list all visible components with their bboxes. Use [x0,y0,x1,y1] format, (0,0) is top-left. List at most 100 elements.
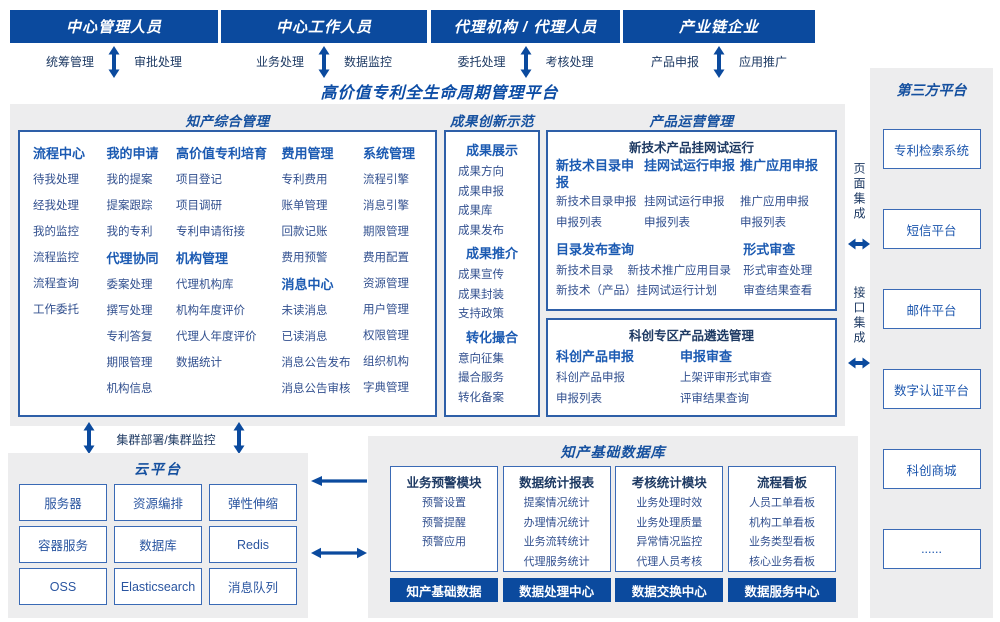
database-module-box: 数据统计报表提案情况统计办理情况统计业务流转统计代理服务统计 [502,466,611,572]
cluster-label: 集群部署/集群监控 [116,433,216,447]
cluster-arrow-icon [83,422,95,459]
cloud-service: 容器服务 [19,526,107,563]
trial-run-bottom: 目录发布查询 新技术目录 新技术推广应用目录 新技术（产品）挂网试运行计划 形式… [556,239,827,301]
menu-item: 形式审查处理 [743,265,813,277]
cluster-arrow-icon [233,422,245,459]
ip-menu-item: 用户管理 [363,304,409,316]
selection-column: 科创产品申报科创产品申报申报列表 [556,346,680,410]
menu-item: 代理人员考核 [636,555,703,568]
db-banner: 数据服务中心 [727,578,836,602]
menu-item: 预警提醒 [422,516,466,529]
database-module: 考核统计模块业务处理时效业务处理质量异常情况监控代理人员考核数据交换中心 [615,466,724,602]
achievement-menu-item: 成果申报 [458,185,504,198]
section-title-ip-management: 知产综合管理 [185,114,270,129]
knowledge-database-title: 知产基础数据库 [560,444,666,460]
ip-menu-item: 我的监控 [33,226,79,238]
section-title-product-ops: 产品运营管理 [649,114,734,129]
cloud-service: Elasticsearch [114,568,202,605]
ip-menu-item: 消息引擎 [363,200,409,212]
menu-item: 业务处理质量 [636,516,703,529]
menu-item: 申报列表 [644,217,690,229]
menu-item: 挂网试运行申报 [644,196,725,208]
page-integration-label: 页面集成 [852,162,866,222]
ip-column: 系统管理流程引擎消息引擎期限管理费用配置资源管理用户管理权限管理组织机构字典管理 [363,140,425,407]
ip-menu-item: 代理机构库 [176,279,234,291]
section-title-achievement: 成果创新示范 [450,114,534,129]
ip-menu-item: 回款记账 [281,226,328,238]
database-module: 业务预警模块预警设置预警提醒预警应用知产基础数据 [390,466,498,602]
ip-group-title: 流程中心 [33,146,86,161]
achievement-group-title: 成果推介 [465,246,518,261]
role-label-left: 统筹管理 [45,54,94,69]
trial-run-box: 新技术产品挂网试运行 新技术目录申报新技术目录申报申报列表挂网试运行申报挂网试运… [546,130,837,311]
selection-box: 科创专区产品遴选管理 科创产品申报科创产品申报申报列表申报审查上架评审形式审查评… [546,318,837,417]
role-group: 中心管理人员统筹管理审批处理 [10,10,218,79]
platform-title: 高价值专利全生命周期管理平台 [320,85,559,102]
ip-menu-item: 费用预警 [281,252,328,264]
ip-menu-item: 组织机构 [363,356,409,368]
achievement-box: 成果展示成果方向成果申报成果库成果发布成果推介成果宣传成果封装支持政策转化撮合意… [444,130,540,417]
db-module-title: 考核统计模块 [631,476,707,490]
ip-column: 费用管理专利费用账单管理回款记账费用预警消息中心未读消息已读消息消息公告发布消息… [282,140,362,407]
database-module-box: 流程看板人员工单看板机构工单看板业务类型看板核心业务看板 [727,466,836,572]
menu-item: 评审结果查询 [680,393,749,405]
formal-review-group: 形式审查 形式审查处理 审查结果查看 [743,239,827,301]
ip-menu-item: 机构信息 [106,383,153,395]
ip-group-title: 代理协同 [106,251,159,266]
achievement-menu-item: 转化备案 [458,391,504,404]
cloud-db-sync-arrow-icon [311,546,367,564]
menu-item: 新技术目录申报 [556,196,637,208]
cloud-service: Redis [209,526,297,563]
database-modules: 业务预警模块预警设置预警提醒预警应用知产基础数据数据统计报表提案情况统计办理情况… [368,466,858,602]
menu-item: 上架评审形式审查 [680,372,772,384]
trial-run-column: 新技术目录申报新技术目录申报申报列表 [556,158,644,234]
menu-item: 预警应用 [422,536,466,548]
cloud-platform-title: 云平台 [134,461,182,477]
ip-menu-item: 撰写处理 [106,305,153,317]
third-party-panel: 第三方平台 专利检索系统短信平台邮件平台数字认证平台科创商城...... [870,68,993,618]
achievement-menu-item: 成果宣传 [458,269,504,281]
db-module-title: 数据统计报表 [519,476,595,490]
ip-menu-item: 消息公告审核 [281,383,351,395]
role-label-right: 应用推广 [739,54,788,69]
cloud-service: 服务器 [19,484,107,521]
database-module: 流程看板人员工单看板机构工单看板业务类型看板核心业务看板数据服务中心 [727,466,836,602]
ip-group-title: 费用管理 [281,146,334,161]
role-bar: 代理机构 / 代理人员 [431,10,620,43]
role-label-left: 业务处理 [255,54,304,69]
cloud-service: 弹性伸缩 [209,484,297,521]
cloud-service: OSS [19,568,107,605]
ip-group-title: 机构管理 [176,251,229,266]
ip-menu-item: 专利答复 [106,331,153,343]
ip-menu-item: 我的专利 [106,226,153,238]
ip-menu-item: 流程监控 [33,252,79,264]
ip-menu-item: 专利申请衔接 [176,226,245,238]
menu-item: 申报列表 [556,217,602,229]
menu-item: 推广应用申报 [740,196,809,208]
ip-menu-item: 我的提案 [106,174,153,186]
ip-menu-item: 权限管理 [363,330,409,342]
third-party-system: 数字认证平台 [882,369,981,409]
achievement-menu-item: 成果库 [458,205,493,217]
role-sync-arrow-icon [108,46,120,78]
third-party-system: ...... [882,529,981,569]
ip-menu-item: 机构年度评价 [176,305,245,317]
ip-menu-item: 项目调研 [176,200,222,212]
ip-menu-item: 消息公告发布 [281,357,351,369]
menu-item: 科创产品申报 [556,372,625,384]
role-group: 中心工作人员业务处理数据监控 [221,10,427,79]
role-bar: 产业链企业 [623,10,815,43]
menu-item: 审查结果查看 [743,285,813,297]
db-banner: 数据交换中心 [615,578,724,602]
role-labels: 产品申报应用推广 [623,43,815,79]
ip-menu-item: 账单管理 [281,200,328,212]
third-party-list: 专利检索系统短信平台邮件平台数字认证平台科创商城...... [870,129,993,569]
db-to-cloud-arrow-icon [311,473,367,491]
menu-item: 办理情况统计 [523,516,590,529]
achievement-menu-item: 意向征集 [458,352,504,365]
group-title: 新技术目录申报 [556,158,635,190]
ip-menu-item: 流程引擎 [363,174,409,186]
group-title: 挂网试运行申报 [644,158,736,173]
db-banner: 数据处理中心 [502,578,611,602]
